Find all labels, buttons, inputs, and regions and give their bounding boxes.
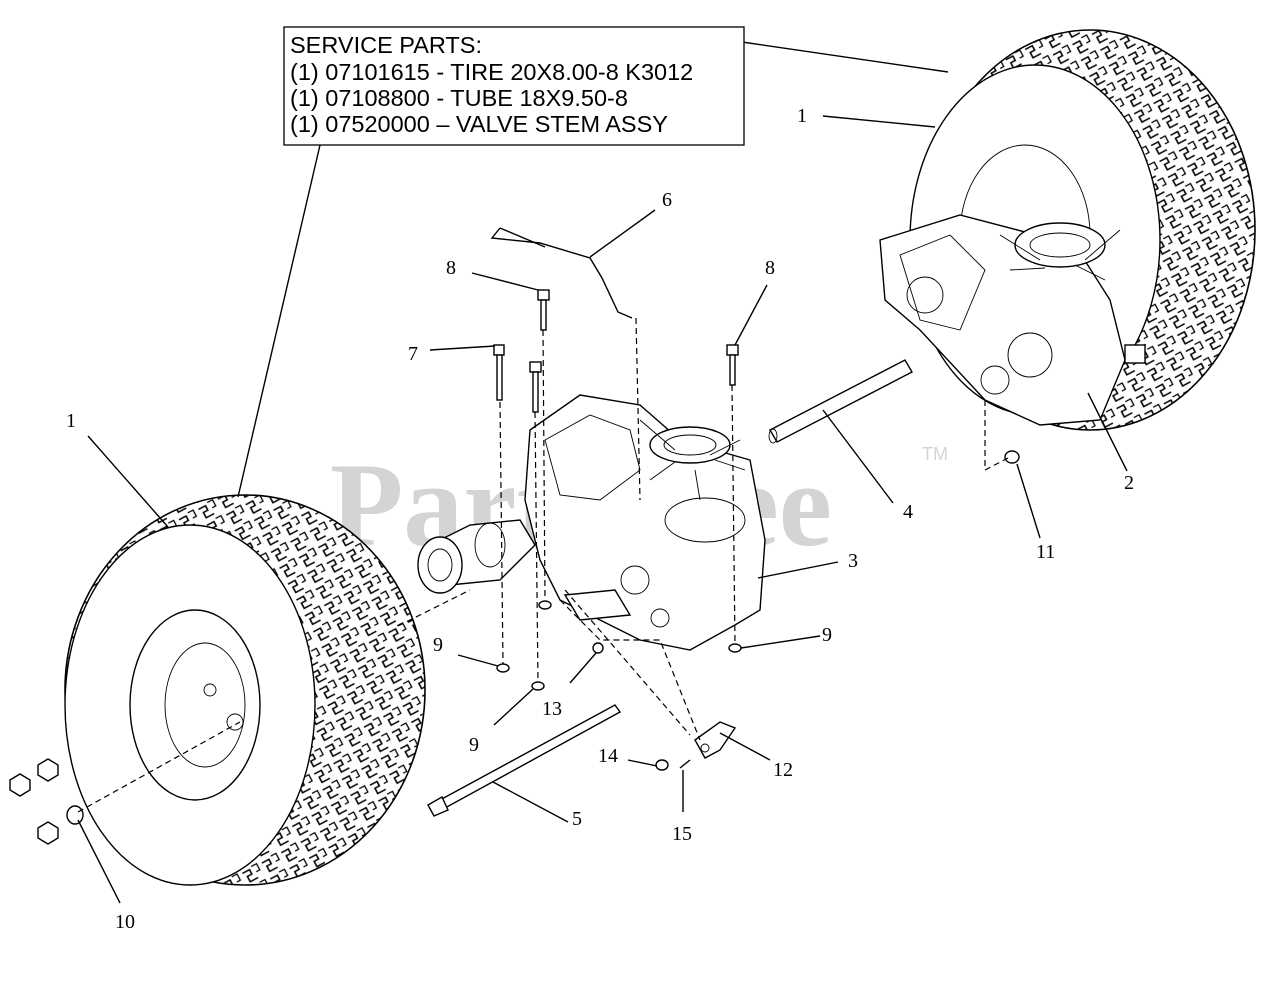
service-part-tire: (1) 07101615 - TIRE 20X8.00-8 K3012 <box>290 59 693 85</box>
callout-12: 12 <box>773 759 793 781</box>
left-transaxle <box>417 394 766 651</box>
bolts <box>493 289 739 413</box>
callout-9-low: 9 <box>469 734 479 756</box>
callout-1-left: 1 <box>66 410 76 432</box>
bracket-and-pin <box>679 721 737 769</box>
callout-6: 6 <box>662 189 672 211</box>
callout-1-right: 1 <box>797 105 807 127</box>
service-part-tube: (1) 07108800 - TUBE 18X9.50-8 <box>290 85 628 111</box>
leader-lines <box>77 41 1128 904</box>
callout-13: 13 <box>542 698 562 720</box>
callout-7: 7 <box>408 343 418 365</box>
callout-9-right: 9 <box>822 624 832 646</box>
service-parts-box: SERVICE PARTS: (1) 07101615 - TIRE 20X8.… <box>283 26 745 146</box>
axle-tube <box>768 359 913 444</box>
service-part-valve-stem: (1) 07520000 – VALVE STEM ASSY <box>290 111 668 137</box>
left-wheel-tire <box>64 494 426 886</box>
callout-labels: 1 1 2 3 4 5 6 7 8 8 9 9 9 10 11 12 13 14… <box>66 105 1134 933</box>
service-parts-title: SERVICE PARTS: <box>290 32 482 58</box>
assembly-lines <box>77 317 1009 813</box>
right-transaxle <box>879 214 1146 426</box>
callout-9-left: 9 <box>433 634 443 656</box>
tie-rod <box>427 704 622 817</box>
callout-8-left: 8 <box>446 257 456 279</box>
callout-15: 15 <box>672 823 692 845</box>
bypass-rod <box>490 227 633 319</box>
callout-3: 3 <box>848 550 858 572</box>
callout-5: 5 <box>572 808 582 830</box>
callout-14: 14 <box>598 745 618 767</box>
callout-4: 4 <box>903 501 913 523</box>
callout-10: 10 <box>115 911 135 933</box>
callout-8-right: 8 <box>765 257 775 279</box>
callout-11: 11 <box>1036 541 1055 563</box>
watermark-tm: TM <box>922 444 948 464</box>
washers-and-nuts <box>9 450 1020 845</box>
callout-2: 2 <box>1124 472 1134 494</box>
